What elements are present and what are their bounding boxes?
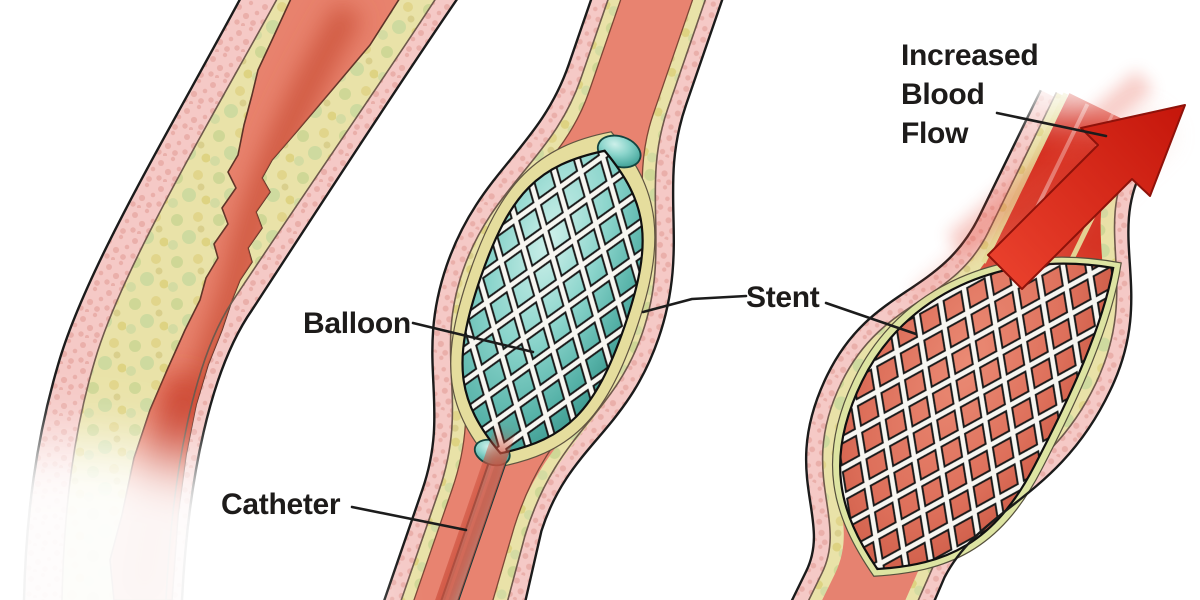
artery-balloon-panel (372, 0, 733, 600)
stent-pointer-line-right (824, 301, 918, 336)
blood-flow-pointer-line (995, 111, 1108, 138)
blood-flow-arrow (910, 70, 1186, 301)
stent-mesh (839, 262, 1115, 571)
balloon-pointer-line (411, 321, 535, 354)
blood-shading (405, 0, 686, 600)
fade-bottom-left (0, 440, 359, 600)
catheter-pointer-line (350, 505, 468, 532)
increased-blood-flow-label: Increased Blood Flow (901, 39, 1039, 150)
stent-pointer-line-left (641, 294, 748, 314)
catheter-label: Catheter (221, 488, 341, 521)
stent-label: Stent (746, 281, 820, 314)
arrow-shape (987, 104, 1186, 290)
balloon-label: Balloon (303, 307, 411, 340)
